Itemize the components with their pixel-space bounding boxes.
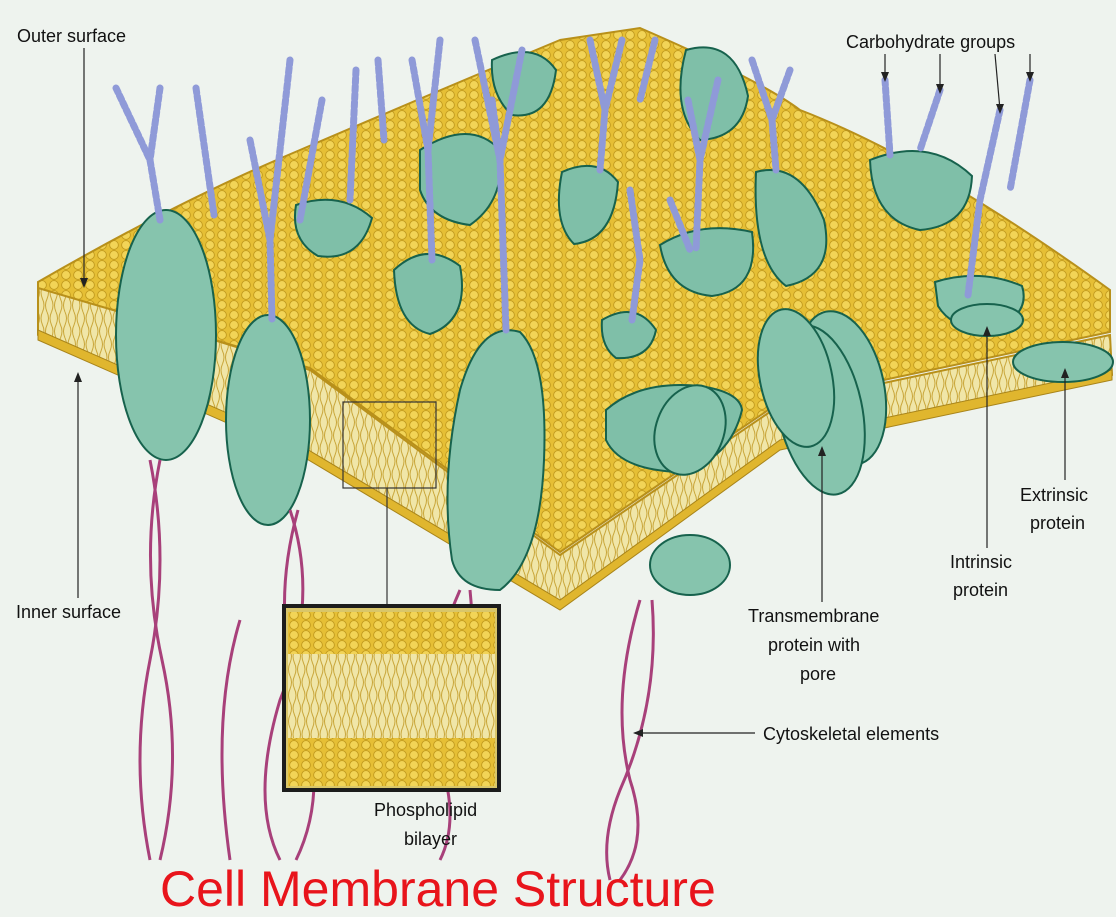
outer-surface-label: Outer surface: [17, 26, 126, 46]
inner-surface-label: Inner surface: [16, 602, 121, 622]
intrinsic-protein: [116, 210, 216, 460]
intrinsic-protein: [226, 315, 310, 525]
page-title: Cell Membrane Structure: [160, 861, 716, 917]
extrinsic-protein-label: Extrinsic: [1020, 485, 1088, 505]
intrinsic-protein-label: Intrinsic: [950, 552, 1012, 572]
extrinsic-protein-label: protein: [1030, 513, 1085, 533]
intrinsic-protein: [650, 535, 730, 595]
transmembrane-protein-label: Transmembrane: [748, 606, 879, 626]
phospholipid-bilayer-label: bilayer: [404, 829, 457, 849]
phospholipid-bilayer-label: Phospholipid: [374, 800, 477, 820]
transmembrane-protein-label: pore: [800, 664, 836, 684]
phospholipid-bilayer-inset: [284, 606, 499, 790]
transmembrane-protein-label: protein with: [768, 635, 860, 655]
cytoskeletal-elements-label: Cytoskeletal elements: [763, 724, 939, 744]
carbohydrate-groups-label: Carbohydrate groups: [846, 32, 1015, 52]
intrinsic-protein-label: protein: [953, 580, 1008, 600]
